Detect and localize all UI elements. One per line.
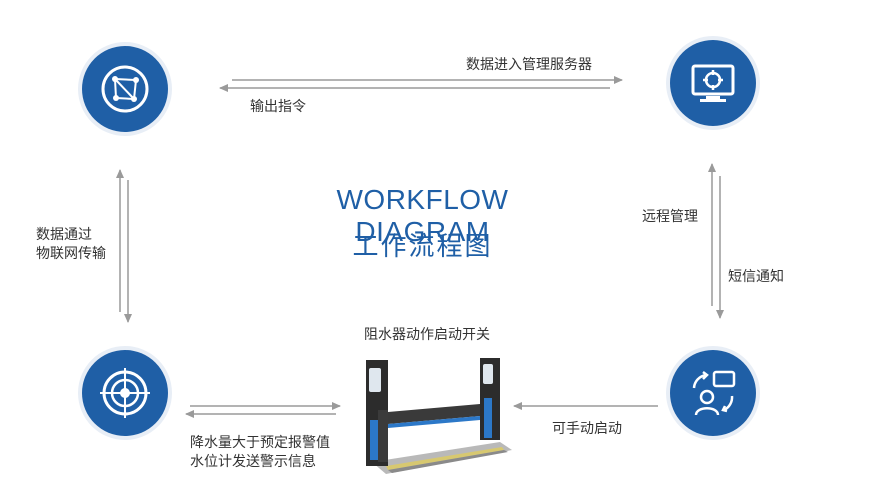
label-left-line2: 物联网传输 [36, 245, 106, 261]
network-icon [101, 65, 149, 113]
radar-icon [100, 368, 150, 418]
node-water-gauge [82, 350, 168, 436]
label-bottom-left-line2: 水位计发送警示信息 [190, 453, 316, 469]
label-top-back: 输出指令 [250, 98, 306, 114]
node-manual-start [670, 350, 756, 436]
label-bottom-left-line1: 降水量大于预定报警值 [190, 434, 330, 450]
user-sync-icon [692, 370, 736, 416]
node-server-monitor [670, 40, 756, 126]
device-gate [388, 404, 480, 424]
node-network [82, 46, 168, 132]
label-device-caption: 阻水器动作启动开关 [364, 326, 490, 342]
monitor-target-icon [691, 64, 735, 102]
label-top-forward: 数据进入管理服务器 [466, 56, 592, 72]
label-left-line1: 数据通过 [36, 226, 92, 242]
label-bottom-right: 可手动启动 [552, 420, 622, 436]
label-right-up: 远程管理 [642, 208, 698, 224]
label-right-down: 短信通知 [728, 268, 784, 284]
flood-barrier-device-image [366, 358, 512, 474]
title-chinese: 工作流程图 [352, 231, 493, 261]
title-english: WORKFLOW DIAGRAM [336, 184, 509, 247]
